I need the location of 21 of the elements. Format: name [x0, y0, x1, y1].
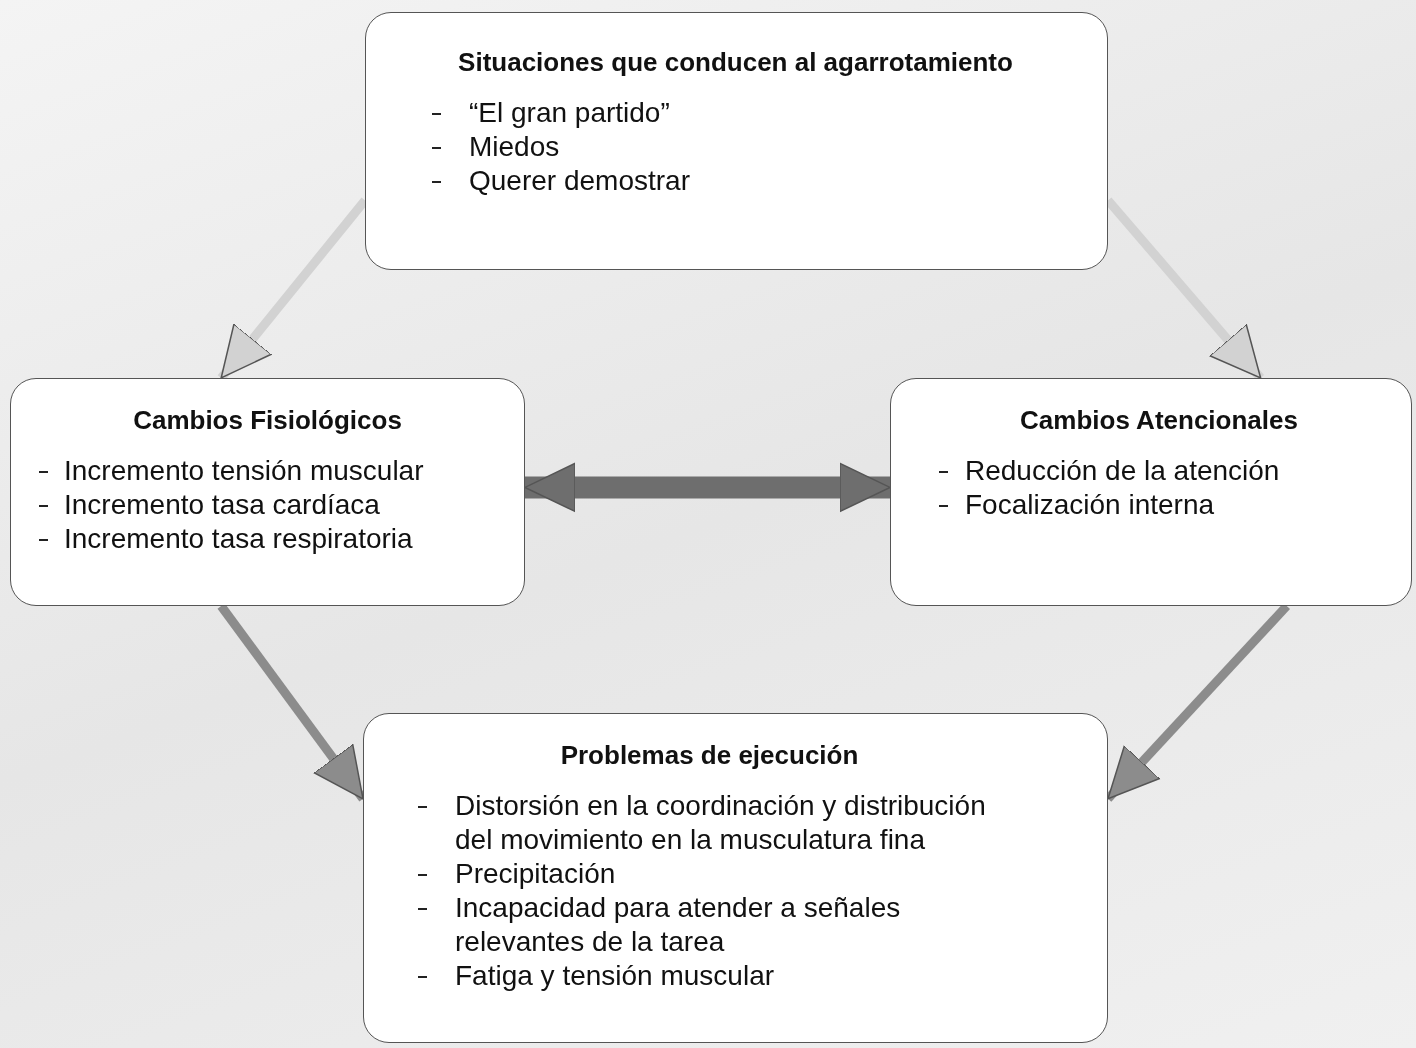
list-item: Incremento tensión muscular: [64, 455, 424, 486]
box-heading: Situaciones que conducen al agarrotamiento: [457, 47, 1014, 78]
process-box: [363, 713, 1108, 1043]
list-item: Reducción de la atención: [965, 455, 1280, 486]
list-item: Precipitación: [455, 858, 616, 889]
list-item: Incapacidad para atender a señales relevantes de la tarea: [455, 892, 901, 957]
process-box: [10, 378, 525, 606]
process-box: [890, 378, 1412, 606]
list-item: Querer demostrar: [469, 165, 690, 196]
list-item: Incremento tasa respiratoria: [64, 523, 413, 554]
process-box: [365, 12, 1108, 270]
box-heading: Problemas de ejecución: [559, 740, 860, 771]
list-item: Miedos: [469, 131, 560, 162]
box-heading: Cambios Fisiológicos: [132, 405, 403, 436]
box-heading: Cambios Atencionales: [1019, 405, 1299, 436]
list-item: Incremento tasa cardíaca: [64, 489, 380, 520]
arrow: [524, 462, 891, 513]
list-item: “El gran partido”: [469, 97, 670, 128]
list-item: Distorsión en la coordinación y distribución del movimiento en la musculatura fina: [455, 790, 986, 855]
list-item: Fatiga y tensión muscular: [455, 960, 775, 991]
list-item: Focalización interna: [965, 489, 1215, 520]
